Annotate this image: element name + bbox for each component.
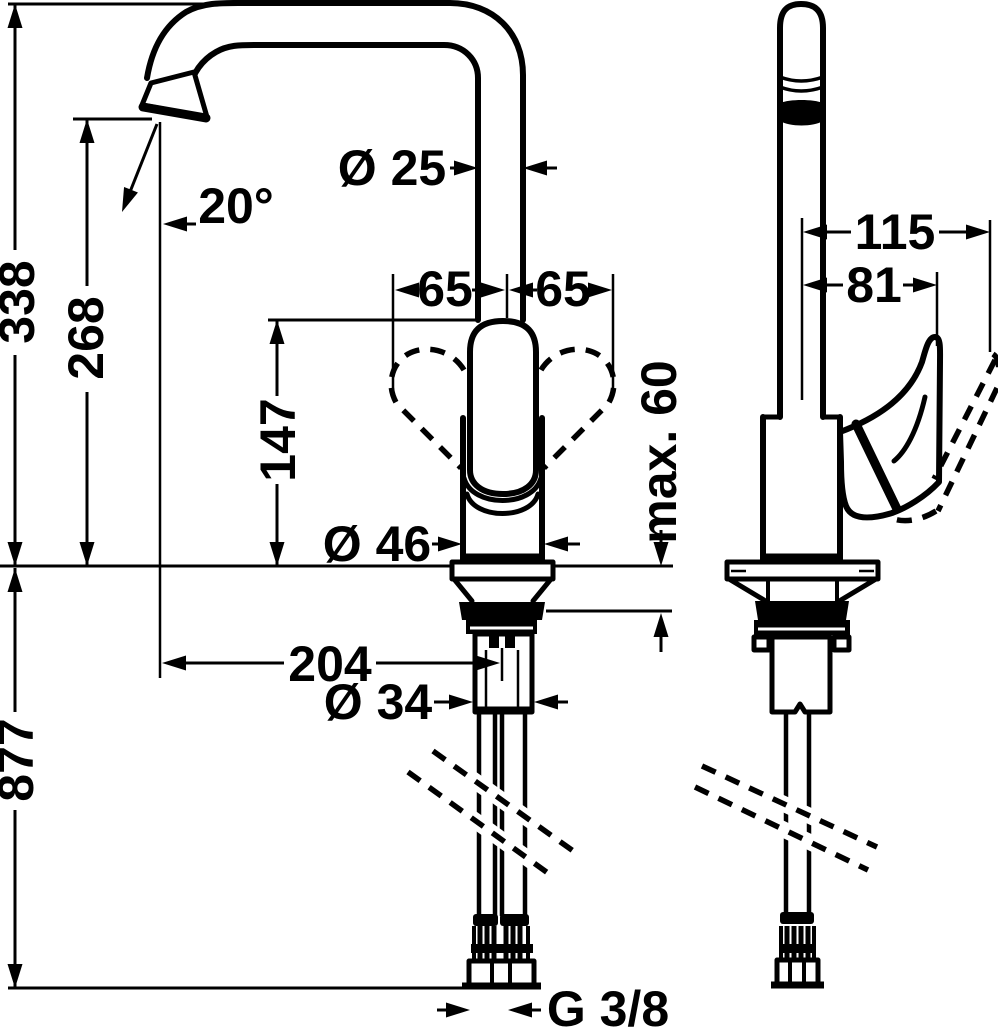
handle-raised-dashed bbox=[889, 351, 998, 524]
arrow-left-icon bbox=[162, 655, 186, 671]
arrow-up-icon bbox=[7, 568, 23, 592]
arrow-right-icon bbox=[446, 1002, 470, 1018]
dim-outlet-reach: 204 bbox=[162, 636, 504, 692]
dim-below-counter: 877 bbox=[0, 568, 44, 988]
arrow-right-icon bbox=[481, 282, 505, 298]
dim-counter-thickness-label: max. 60 bbox=[631, 360, 687, 543]
thread-nut-side bbox=[774, 957, 821, 987]
mounting-nut-side bbox=[755, 601, 849, 620]
side-view bbox=[691, 1, 998, 989]
arrow-right-icon bbox=[588, 282, 612, 298]
body-side bbox=[760, 414, 843, 563]
spout-nozzle-face bbox=[138, 102, 211, 123]
dim-handle-reach: 81 bbox=[803, 257, 939, 346]
base-flange bbox=[449, 559, 556, 582]
dim-handle-reach-raised: 115 bbox=[800, 204, 992, 400]
arrow-right-icon bbox=[913, 277, 937, 293]
arrow-up-icon bbox=[7, 4, 23, 28]
arrow-left-icon bbox=[544, 536, 568, 552]
arrow-left-icon bbox=[163, 216, 187, 232]
thread-nut bbox=[466, 958, 537, 988]
arrow-down-icon bbox=[7, 964, 23, 988]
arrow-down-icon bbox=[269, 542, 285, 566]
dim-handle-height: 147 bbox=[250, 318, 480, 566]
arrow-up-icon bbox=[79, 119, 95, 143]
handle-side bbox=[837, 334, 944, 521]
arrow-right-icon bbox=[449, 694, 473, 710]
shank-side bbox=[769, 634, 833, 715]
arrow-right-icon bbox=[454, 160, 478, 176]
base-side bbox=[724, 559, 881, 715]
dim-handle-height-label: 147 bbox=[250, 398, 306, 481]
base-front bbox=[449, 559, 556, 715]
spout bbox=[138, 0, 526, 323]
dim-below-counter-label: 877 bbox=[0, 718, 44, 801]
dim-handle-reach-label: 81 bbox=[846, 257, 902, 313]
arrow-down-icon bbox=[79, 542, 95, 566]
dim-outlet-height-label: 268 bbox=[58, 296, 114, 379]
dim-spout-angle-label: 20° bbox=[198, 178, 274, 234]
dim-swivel-range: 65 65 bbox=[391, 261, 615, 392]
arrow-up-icon bbox=[269, 320, 285, 344]
handle-inner-curve bbox=[891, 394, 928, 464]
handle-collar-arc bbox=[461, 475, 544, 503]
dim-swivel-right-label: 65 bbox=[535, 261, 591, 317]
hose-connectors-front bbox=[462, 914, 541, 990]
arrow-down-icon bbox=[7, 542, 23, 566]
arrow-left-icon bbox=[395, 282, 419, 298]
hose-break-lines-side bbox=[691, 758, 881, 878]
dim-shank-diameter: Ø 34 bbox=[324, 674, 568, 730]
handle-lever-edge bbox=[851, 419, 902, 514]
dim-counter-thickness: max. 60 bbox=[546, 360, 687, 652]
handle-swivel-dashed bbox=[388, 346, 617, 470]
arrow-down-icon bbox=[653, 542, 669, 566]
dim-outlet-height: 268 bbox=[58, 117, 152, 566]
handle-front bbox=[461, 318, 544, 516]
dim-base-diameter-label: Ø 46 bbox=[323, 516, 431, 572]
front-view bbox=[0, 0, 673, 990]
arrow-right-icon bbox=[966, 224, 990, 240]
hose-connector-side bbox=[771, 912, 824, 989]
spout-pipe-side bbox=[777, 1, 826, 420]
spout-outlet-band bbox=[780, 100, 823, 126]
arrow-left-icon bbox=[523, 160, 547, 176]
mounting-nut bbox=[459, 602, 545, 620]
dim-base-diameter: Ø 46 bbox=[323, 516, 580, 572]
dim-handle-reach-raised-label: 115 bbox=[855, 204, 936, 260]
arrow-icon bbox=[115, 186, 138, 215]
shank bbox=[472, 631, 535, 715]
dim-spout-angle: 20° bbox=[115, 122, 274, 678]
dim-spout-diameter: Ø 25 bbox=[338, 140, 557, 196]
arrow-left-icon bbox=[534, 694, 558, 710]
dim-thread-label: G 3/8 bbox=[547, 981, 669, 1030]
dim-outlet-reach-label: 204 bbox=[288, 636, 372, 692]
dim-swivel-left-label: 65 bbox=[417, 261, 473, 317]
handle-collar-arc-2 bbox=[464, 491, 541, 516]
body-front bbox=[460, 415, 545, 563]
dim-total-height-label: 338 bbox=[0, 260, 45, 343]
dim-spout-diameter-label: Ø 25 bbox=[338, 140, 446, 196]
dimensions: 338 268 147 877 bbox=[0, 4, 992, 1030]
arrow-up-icon bbox=[653, 613, 669, 637]
dim-total-height: 338 bbox=[0, 4, 45, 566]
hose-break-lines-front bbox=[403, 744, 581, 883]
arrow-right-icon bbox=[438, 536, 462, 552]
dim-shank-diameter-label: Ø 34 bbox=[324, 674, 433, 730]
base-flange-side bbox=[724, 559, 881, 582]
dim-thread: G 3/8 bbox=[437, 981, 669, 1030]
arrow-left-icon bbox=[508, 1002, 532, 1018]
